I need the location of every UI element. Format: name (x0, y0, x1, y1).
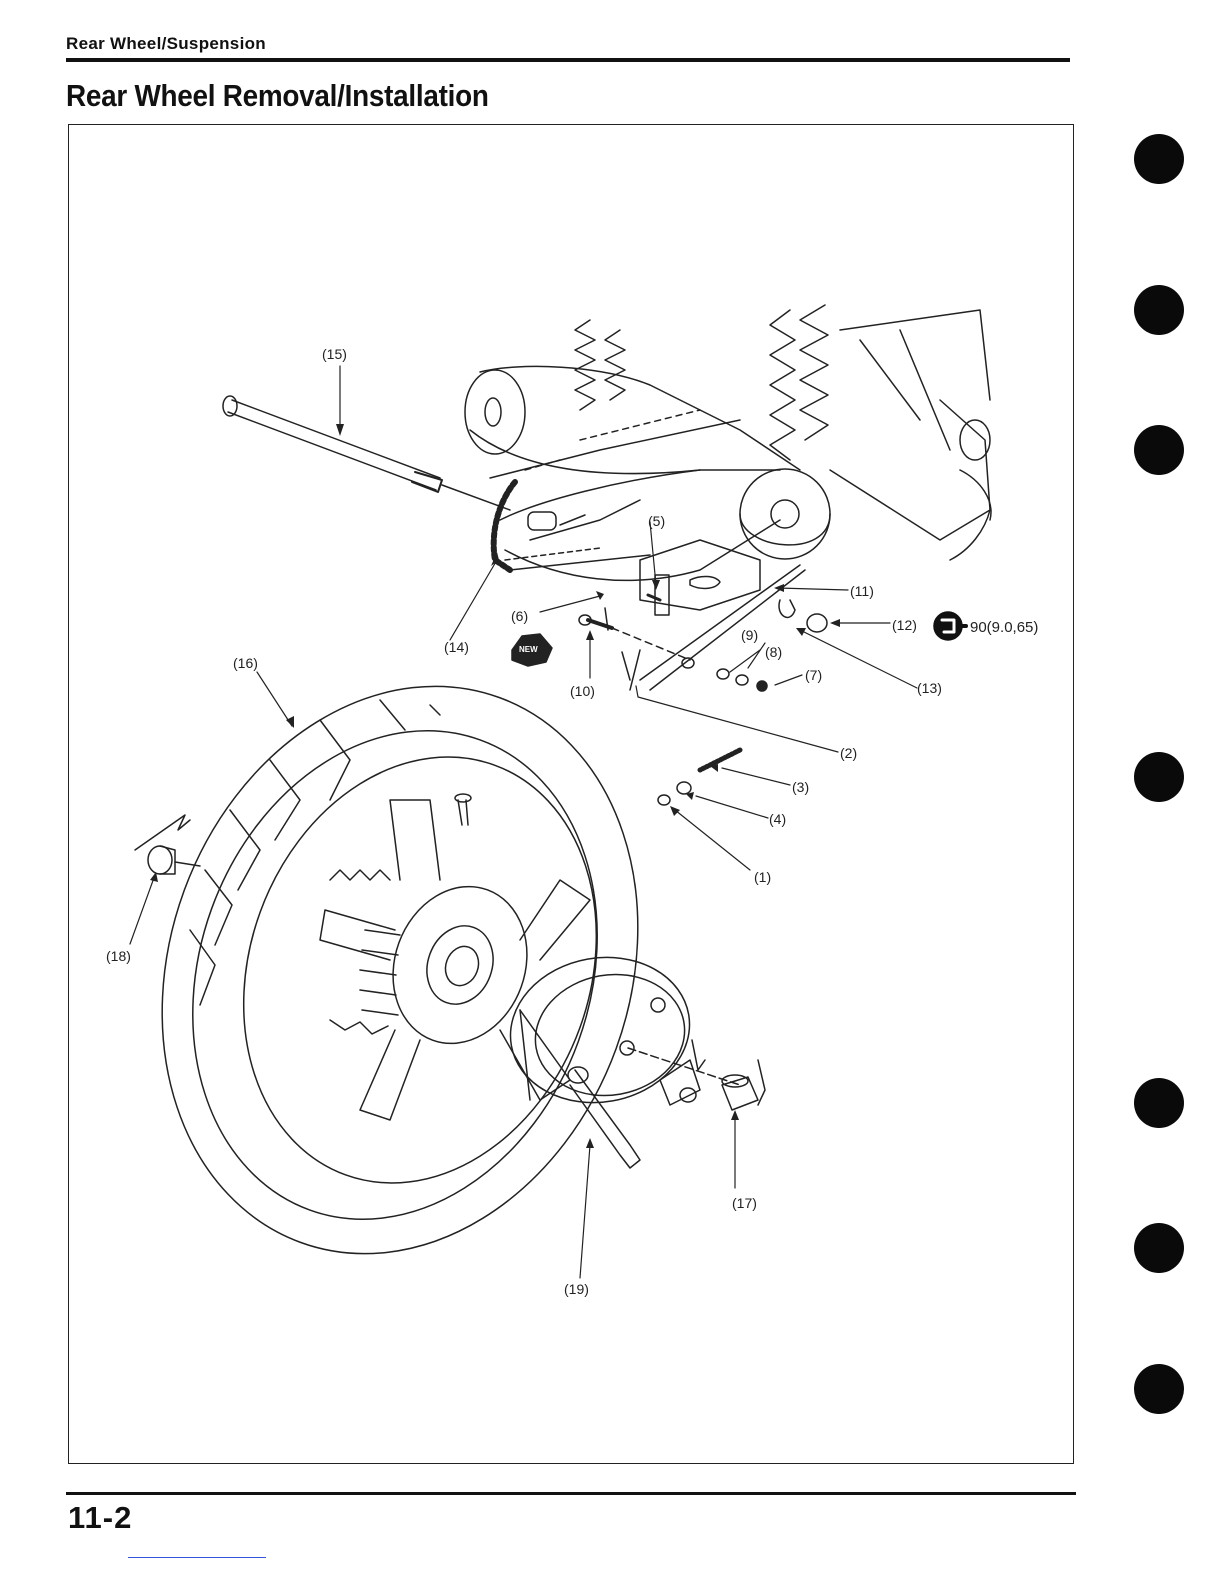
new-badge-text: NEW (519, 645, 538, 654)
binder-tab-dot (1134, 752, 1184, 802)
rear-wheel (85, 619, 716, 1321)
callout-3: (3) (792, 779, 809, 795)
chain-adjuster-parts (579, 565, 827, 1070)
bottom-rule (66, 1492, 1076, 1495)
swingarm (465, 305, 991, 615)
torque-wrench-icon (934, 612, 966, 640)
callout-7: (7) (805, 667, 822, 683)
binder-tab-dot (1134, 134, 1184, 184)
callout-2: (2) (840, 745, 857, 761)
callout-15: (15) (322, 346, 347, 362)
callout-12: (12) (892, 617, 917, 633)
callout-19: (19) (564, 1281, 589, 1297)
callout-leaders (130, 366, 917, 1278)
callout-17: (17) (732, 1195, 757, 1211)
callout-13: (13) (917, 680, 942, 696)
brake-panel (499, 943, 740, 1168)
left-side-collar (135, 815, 200, 874)
page-number: 11-2 (68, 1500, 132, 1536)
callout-4: (4) (769, 811, 786, 827)
binder-tab-dot (1134, 425, 1184, 475)
callout-11: (11) (850, 583, 874, 599)
right-side-collar (722, 1060, 765, 1110)
callout-16: (16) (233, 655, 258, 671)
callout-5: (5) (648, 513, 665, 529)
callout-8: (8) (765, 644, 782, 660)
callout-1: (1) (754, 869, 771, 885)
rear-axle (223, 396, 510, 510)
footer-link-underline[interactable] (128, 1557, 266, 1558)
callout-18: (18) (106, 948, 131, 964)
callout-10: (10) (570, 683, 595, 699)
callout-9: (9) (741, 627, 758, 643)
binder-tab-dot (1134, 285, 1184, 335)
binder-tab-dot (1134, 1364, 1184, 1414)
torque-value: 90(9.0,65) (970, 619, 1038, 636)
binder-tab-dot (1134, 1223, 1184, 1273)
binder-tab-dot (1134, 1078, 1184, 1128)
callout-6: (6) (511, 608, 528, 624)
callout-labels: (1) (2) (3) (4) (5) (6) (7) (8) (9) (10)… (106, 346, 1038, 1297)
callout-14: (14) (444, 639, 469, 655)
